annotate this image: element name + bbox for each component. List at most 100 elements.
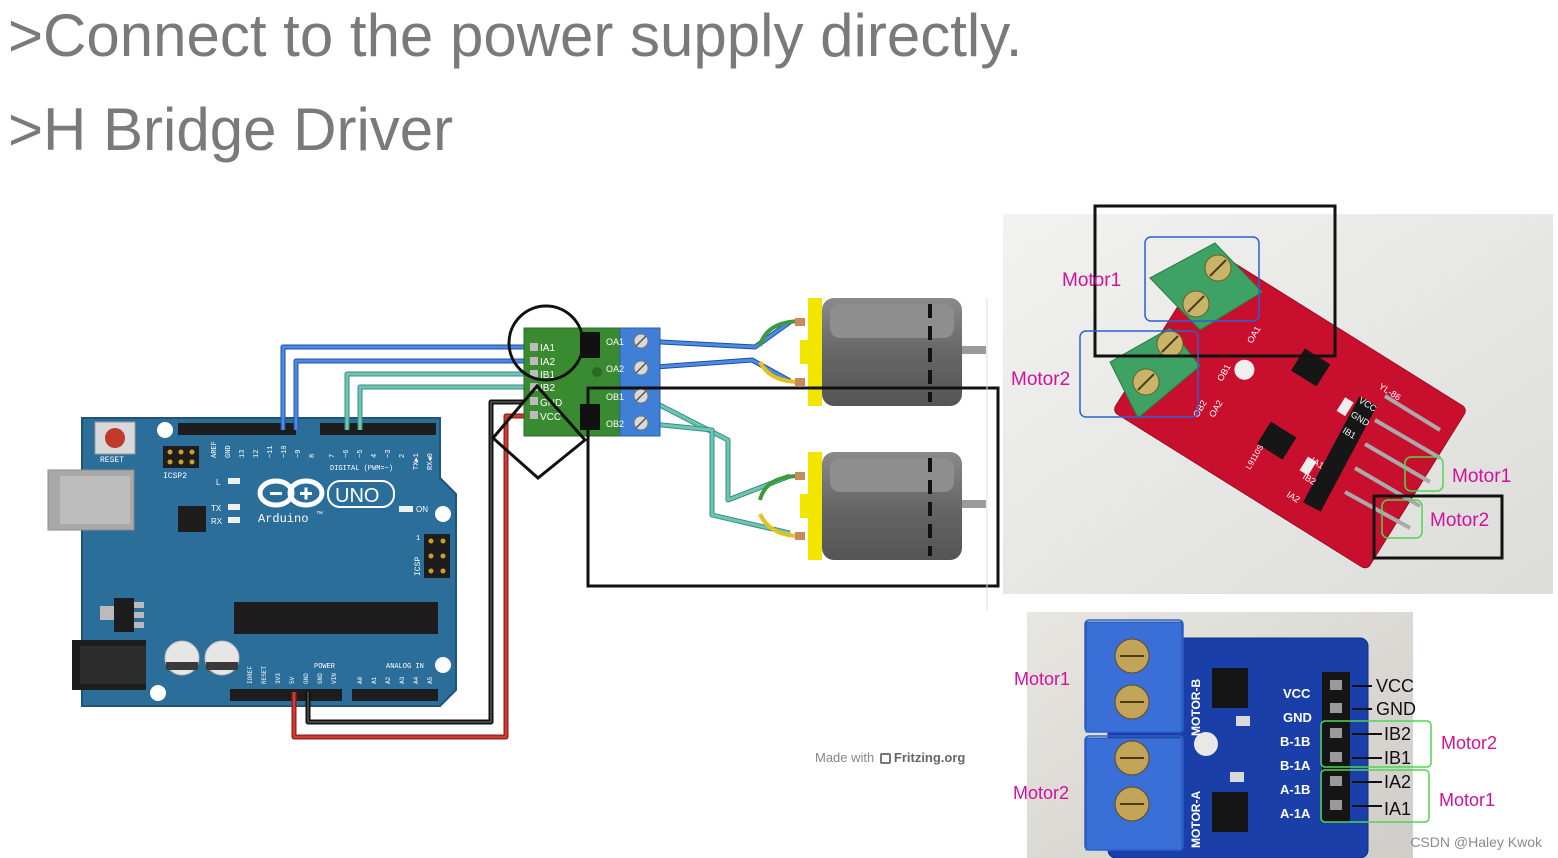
module-pin-ib2: IB2: [540, 383, 555, 394]
led-l: [228, 478, 240, 484]
module-out-ob2: OB2: [606, 419, 624, 429]
reset-label: RESET: [100, 456, 124, 465]
led-l-label: L: [216, 478, 221, 487]
pin-label-a1: A1: [371, 676, 378, 684]
pin-label-gnd2: GND: [317, 673, 324, 684]
pin-label-gnd1: GND: [303, 673, 310, 684]
module-out-ob1: OB1: [606, 392, 624, 402]
blue-header: [1322, 672, 1350, 822]
pin-label-6: ~6: [343, 450, 351, 458]
power-label: POWER: [314, 663, 336, 671]
blue-silk-motor-b: MOTOR-B: [1189, 679, 1203, 736]
pin-label-3: ~3: [385, 450, 393, 458]
blue-label-motor2: Motor2: [1013, 783, 1069, 803]
box-blue-motor2-terminal: [1084, 735, 1184, 851]
trademark: ™: [316, 511, 323, 518]
blue-pin-vcc: VCC: [1376, 676, 1414, 696]
annotation-pentagon: [490, 383, 588, 480]
pin-label-5v: 5V: [289, 676, 296, 684]
box-motor1-pins: [1404, 456, 1444, 492]
pin-label-tx1: TX▶1: [413, 453, 421, 470]
label-motor2-terminal: Motor2: [1011, 369, 1070, 390]
red-board-photo: YL-86 VCC GND IB1 IA1 IB2 IA2 OA1 OB1 OB…: [1003, 204, 1553, 594]
blue-silk-a1b: A-1B: [1280, 782, 1310, 797]
module-out-oa2: OA2: [606, 364, 624, 374]
screw-terminals: [633, 333, 649, 431]
pin-label-3v3: 3V3: [275, 673, 282, 684]
pin-label-ioref: IOREF: [247, 666, 254, 684]
box-motor1-terminal: [1144, 236, 1260, 322]
blue-pin-gnd: GND: [1376, 699, 1416, 719]
module-pin-ia1: IA1: [540, 343, 555, 354]
blue-pin-ib1: IB1: [1384, 748, 1411, 768]
pin-label-2: 2: [399, 454, 407, 458]
label-motor1-pins: Motor1: [1452, 466, 1511, 487]
driver-chip-a: [580, 332, 600, 358]
annotation-circle: [507, 304, 585, 382]
pin-label-a2: A2: [385, 676, 392, 684]
dc-motor-1: [795, 298, 986, 406]
h-bridge-module: IA1 IA2 IB1 IB2 GND VCC OA1 OA2 OB1 OB2: [523, 327, 661, 437]
pin-label-a3: A3: [399, 676, 406, 684]
blue-board-photo: VCC GND B-1B B-1A A-1B A-1A MOTOR-B MOTO…: [1013, 612, 1497, 858]
label-motor2-pins: Motor2: [1430, 510, 1489, 531]
pin-label-13: 13: [239, 450, 247, 458]
fritzing-brand: Fritzing.org: [893, 750, 966, 765]
pin-label-10: ~10: [281, 445, 289, 458]
box-blue-motor1-pins: [1320, 769, 1430, 823]
icsp-pin-one: 1: [416, 535, 420, 543]
fritzing-made-with: Made with: [815, 750, 875, 765]
pin-label-9: ~9: [295, 450, 303, 458]
green-terminal-block: [1109, 242, 1263, 419]
annotation-box-motor: [586, 386, 1000, 588]
pin-label-4: 4: [371, 454, 379, 458]
icsp-header: [424, 534, 450, 578]
icsp-label: ICSP: [414, 557, 423, 576]
led-on: [399, 506, 413, 512]
arduino-uno-board: RESET ICSP2 AREF GND 13 12 ~11 ~10 ~9 8 …: [47, 417, 457, 707]
pin-label-aref: AREF: [211, 441, 219, 458]
led-on-label: ON: [416, 505, 428, 514]
module-pin-vcc: VCC: [540, 412, 561, 423]
heading-line-2: >H Bridge Driver: [8, 96, 454, 163]
analog-header: [352, 689, 438, 701]
fritzing-credit: Made with Fritzing.org: [815, 750, 965, 765]
watermark: CSDN @Haley Kwok: [1410, 834, 1542, 850]
driver-chip-b: [580, 404, 600, 430]
mounting-hole: [150, 685, 166, 701]
blue-label-motor1-pins: Motor1: [1439, 790, 1495, 810]
blue-driver-chip-b: [1212, 668, 1248, 708]
voltage-regulator: [114, 598, 134, 632]
blue-silk-gnd: GND: [1283, 710, 1312, 725]
led-tx-label: TX: [211, 504, 222, 513]
blue-pin-ib2: IB2: [1384, 724, 1411, 744]
led-tx: [228, 504, 240, 510]
blue-silk-b1a: B-1A: [1280, 758, 1311, 773]
module-pin-ib1: IB1: [540, 370, 555, 381]
pin-label-gnd: GND: [225, 445, 233, 458]
uno-logo-text: UNO: [335, 485, 379, 507]
pin-label-8: 8: [309, 454, 317, 458]
pin-label-11: ~11: [267, 445, 275, 458]
blue-silk-motor-a: MOTOR-A: [1189, 791, 1203, 848]
box-blue-motor1-terminal: [1084, 619, 1184, 733]
wires: [280, 319, 801, 740]
label-motor1-terminal: Motor1: [1062, 270, 1121, 291]
icsp2-label: ICSP2: [163, 472, 187, 481]
box-blue-motor2-pins: [1320, 720, 1432, 768]
mounting-hole: [435, 657, 451, 673]
annotation-box-motor2-pins: [1372, 494, 1504, 560]
fritzing-icon: [879, 753, 891, 764]
pin-label-vin: VIN: [331, 673, 338, 684]
arduino-brand: Arduino: [258, 512, 308, 526]
analog-label: ANALOG IN: [386, 663, 424, 671]
pin-label-7: 7: [329, 454, 337, 458]
arduino-logo: [257, 478, 395, 508]
blue-pin-ia2: IA2: [1384, 772, 1411, 792]
module-out-oa1: OA1: [606, 337, 624, 347]
pin-label-a4: A4: [413, 676, 420, 684]
pin-label-a5: A5: [427, 676, 434, 684]
digital-label: DIGITAL (PWM=~): [330, 465, 393, 473]
blue-label-motor1: Motor1: [1014, 669, 1070, 689]
